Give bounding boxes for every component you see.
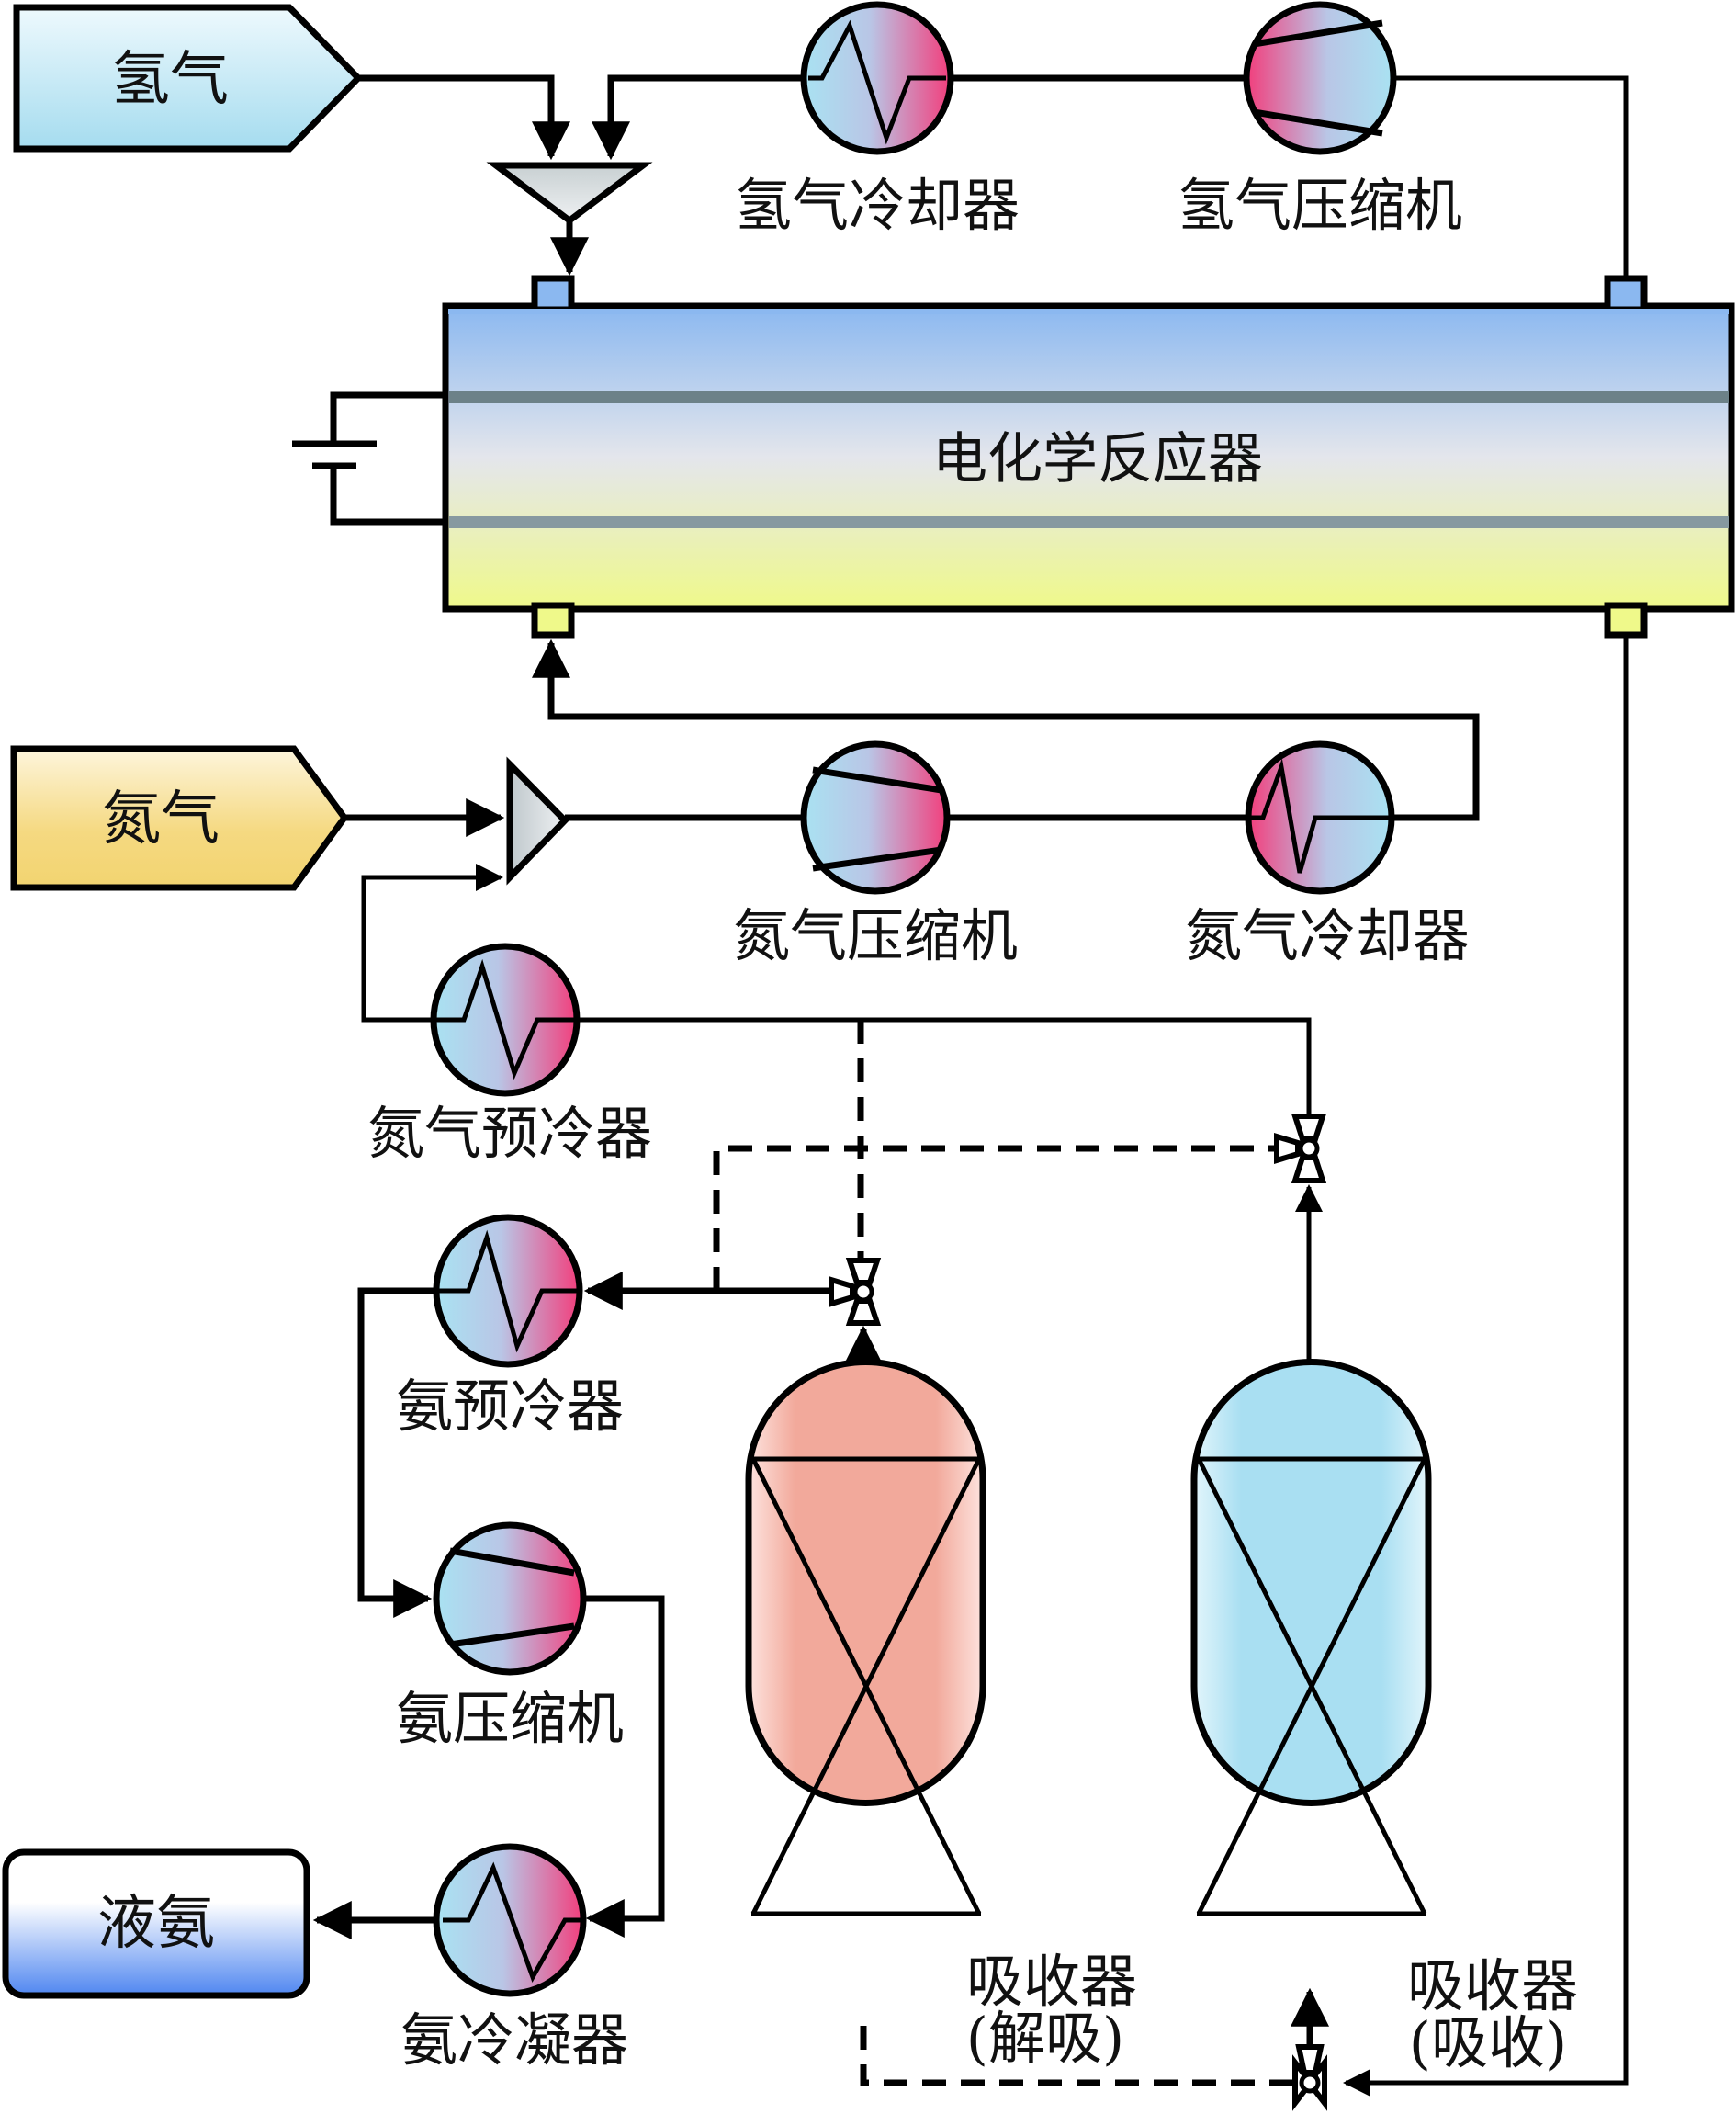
absorber-desorbing: 吸收器 (解吸): [745, 1359, 1137, 2072]
compressor-icon: [812, 766, 942, 872]
nh3-compressor-label: 氨压缩机: [396, 1685, 624, 1752]
nitrogen-source-shape: [10, 745, 349, 891]
nh3-condenser: 氨冷凝器: [400, 1843, 628, 2074]
compressor-icon: [449, 1547, 575, 1648]
absorber-desorbing-vessel: [745, 1359, 986, 1806]
h2-cooler-label: 氢气冷却器: [735, 172, 1020, 239]
three-way-valve-absorber-inlet[interactable]: [1292, 2044, 1327, 2111]
reactor-nozzle-top-left: [531, 275, 575, 313]
nh3-condenser-label: 氨冷凝器: [400, 2007, 628, 2074]
liquid-ammonia-label: 液氨: [97, 1890, 215, 1958]
reactor-outlet-pipe: [1343, 635, 1629, 2097]
n2-precooler: 氮气预冷器: [367, 943, 652, 1167]
compressor-icon: [1253, 19, 1383, 137]
nh3-compressor-to-condenser-pipe: [583, 1595, 665, 1938]
heat-exchanger-icon: [443, 1861, 583, 1983]
hydrogen-feed-pipe: [358, 74, 570, 161]
valve-center: [852, 1281, 874, 1303]
nitrogen-source: 氮气: [10, 745, 349, 891]
nh3-compressor-shape: [433, 1521, 587, 1676]
n2-cooler: 氮气冷却器: [1185, 740, 1470, 969]
h2-compressor-label: 氢气压缩机: [1178, 172, 1462, 239]
valve-icon: [1274, 1114, 1327, 1183]
n2-compressor: 氮气压缩机: [733, 740, 1018, 969]
hydrogen-recycle-pipe: [592, 74, 804, 161]
three-way-valve-absorber-outlet[interactable]: [1274, 1114, 1327, 1183]
reactor-fill-top: [448, 309, 1729, 314]
n2-compressor-label: 氮气压缩机: [733, 902, 1018, 969]
reactor-body: [442, 302, 1735, 613]
electrochemical-reactor: 电化学反应器: [442, 275, 1735, 639]
absorber-absorbing: 吸收器 (吸收): [1190, 1359, 1578, 2076]
valve-center: [1298, 1137, 1320, 1159]
battery-icon: [292, 440, 377, 469]
power-supply: [292, 391, 445, 526]
membrane-top: [449, 391, 1729, 403]
heat-exchanger-icon: [439, 1229, 579, 1353]
nitrogen-mixer: [506, 756, 569, 886]
three-way-valve-desorber-outlet[interactable]: [829, 1258, 882, 1326]
valve-center: [1299, 2072, 1321, 2094]
dashed-line-bottom: [860, 2026, 1293, 2086]
packing-icon: [1196, 1456, 1427, 1916]
valve-icon: [829, 1258, 882, 1326]
liquid-ammonia-shape: [2, 1848, 310, 1999]
hydrogen-mixer: [486, 162, 653, 225]
n2-precooler-label: 氮气预冷器: [367, 1100, 652, 1167]
absorber-desorbing-label-2: (解吸): [966, 2005, 1124, 2072]
compressor-to-reactor-pipe: [1393, 75, 1629, 278]
nitrogen-source-label: 氮气: [102, 786, 220, 854]
nitrogen-recycle-to-reactor-pipe: [532, 639, 1480, 821]
hydrogen-source: 氢气: [13, 4, 363, 153]
dashed-line-horizontal: [713, 1145, 1281, 1291]
absorber-desorbing-label-1: 吸收器: [966, 1948, 1137, 2015]
nh3-compressor: 氨压缩机: [396, 1521, 624, 1752]
power-wire-top: [330, 391, 445, 443]
liquid-ammonia-product: 液氨: [2, 1848, 310, 1999]
nh3-precooler-label: 氨预冷器: [396, 1373, 624, 1440]
heat-exchanger-icon: [1251, 758, 1391, 874]
h2-compressor: 氢气压缩机: [1178, 1, 1462, 239]
power-wire-bottom: [330, 467, 445, 526]
reactor-nozzle-bottom-right: [1604, 602, 1648, 639]
reactor-nozzle-top-right: [1604, 275, 1648, 313]
heat-exchanger-icon: [436, 958, 577, 1080]
membrane-bottom: [449, 516, 1729, 528]
reactor-label: 电化学反应器: [932, 427, 1263, 492]
n2-cooler-label: 氮气冷却器: [1185, 902, 1470, 969]
absorber-absorbing-label-2: (吸收): [1409, 2009, 1567, 2076]
heat-exchanger-icon: [808, 19, 946, 145]
hydrogen-source-shape: [13, 4, 363, 153]
absorber-absorbing-vessel: [1190, 1359, 1432, 1806]
hydrogen-source-label: 氢气: [111, 46, 229, 114]
reactor-nozzle-bottom-left: [531, 602, 575, 639]
absorber-absorbing-label-1: 吸收器: [1407, 1952, 1578, 2019]
nh3-precooler-to-compressor-pipe: [357, 1287, 436, 1618]
n2-precooler-to-valve-pipe: [577, 1017, 1312, 1125]
nitrogen-precooler-return-pipe: [361, 864, 503, 1023]
packing-icon: [750, 1456, 982, 1916]
h2-cooler: 氢气冷却器: [735, 1, 1020, 239]
nh3-precooler: 氨预冷器: [396, 1214, 624, 1440]
